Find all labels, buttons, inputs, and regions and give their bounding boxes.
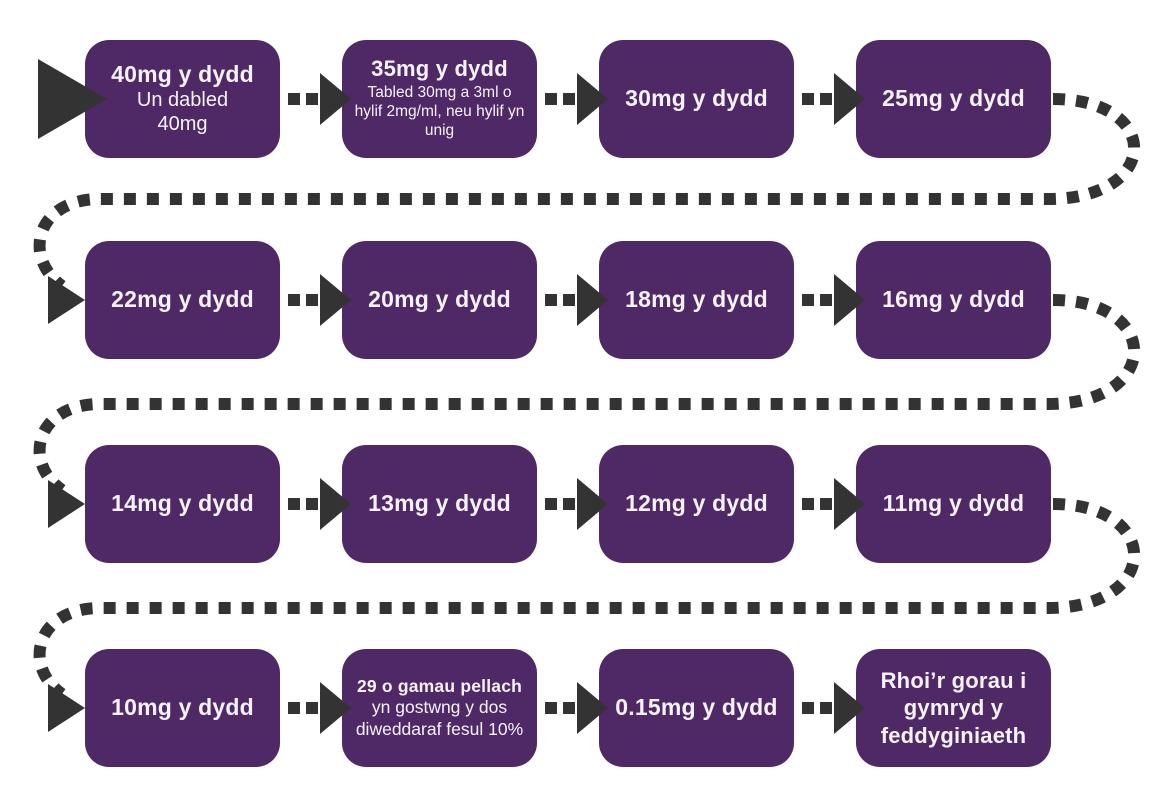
flow-step-16: Rhoi’r gorau i gymryd y feddyginiaeth	[856, 649, 1051, 767]
connector-dot	[306, 93, 318, 105]
connector-dot	[820, 702, 832, 714]
step-title: 0.15mg y dydd	[615, 694, 778, 721]
connector-dot	[802, 93, 814, 105]
connector-dot	[802, 702, 814, 714]
connector-dot	[288, 702, 300, 714]
connector-dot	[802, 498, 814, 510]
flow-step-6: 20mg y dydd	[342, 241, 537, 359]
step-subtitle: Un dabled 40mg	[136, 89, 229, 135]
connector-dot	[820, 93, 832, 105]
flow-step-4: 25mg y dydd	[856, 40, 1051, 158]
step-title: 14mg y dydd	[111, 490, 254, 517]
step-title: 30mg y dydd	[625, 85, 768, 112]
connector-dot	[545, 294, 557, 306]
connector-dot	[306, 702, 318, 714]
connector-dot	[802, 294, 814, 306]
connector-dot	[306, 294, 318, 306]
flow-step-9: 14mg y dydd	[85, 445, 280, 563]
flow-step-3: 30mg y dydd	[599, 40, 794, 158]
connector-dot	[563, 498, 575, 510]
flow-step-12: 11mg y dydd	[856, 445, 1051, 563]
step-title: 10mg y dydd	[111, 694, 254, 721]
flow-step-5: 22mg y dydd	[85, 241, 280, 359]
step-subtitle: yn gostwng y dos diweddaraf fesul 10%	[355, 697, 524, 739]
connector-dot	[563, 294, 575, 306]
step-title: 29 o gamau pellach	[356, 676, 523, 697]
connector-dot	[820, 498, 832, 510]
step-title: 18mg y dydd	[625, 286, 768, 313]
step-title: 12mg y dydd	[625, 490, 768, 517]
flow-step-15: 0.15mg y dydd	[599, 649, 794, 767]
step-title: 13mg y dydd	[368, 490, 511, 517]
step-title: 20mg y dydd	[368, 286, 511, 313]
step-title: 11mg y dydd	[882, 490, 1025, 517]
flow-step-13: 10mg y dydd	[85, 649, 280, 767]
step-title: Rhoi’r gorau i gymryd y feddyginiaeth	[880, 667, 1027, 748]
connector-dot	[288, 294, 300, 306]
flow-step-8: 16mg y dydd	[856, 241, 1051, 359]
step-title: 25mg y dydd	[882, 85, 1025, 112]
arrow-icon	[48, 684, 85, 732]
step-title: 40mg y dydd	[111, 60, 254, 87]
flow-step-10: 13mg y dydd	[342, 445, 537, 563]
connector-dot	[545, 702, 557, 714]
step-title: 16mg y dydd	[882, 286, 1025, 313]
flow-step-7: 18mg y dydd	[599, 241, 794, 359]
step-title: 22mg y dydd	[111, 286, 254, 313]
arrow-icon	[48, 480, 85, 528]
arrow-icon	[48, 276, 85, 324]
step-subtitle: Tabled 30mg a 3ml o hylif 2mg/ml, neu hy…	[354, 84, 525, 140]
connector-dot	[545, 498, 557, 510]
connector-dot	[563, 702, 575, 714]
connector-dot	[563, 93, 575, 105]
connector-dot	[288, 93, 300, 105]
step-title: 35mg y dydd	[371, 55, 508, 81]
connector-dot	[820, 294, 832, 306]
connector-dot	[288, 498, 300, 510]
connector-dot	[306, 498, 318, 510]
flow-step-11: 12mg y dydd	[599, 445, 794, 563]
connector-dot	[545, 93, 557, 105]
